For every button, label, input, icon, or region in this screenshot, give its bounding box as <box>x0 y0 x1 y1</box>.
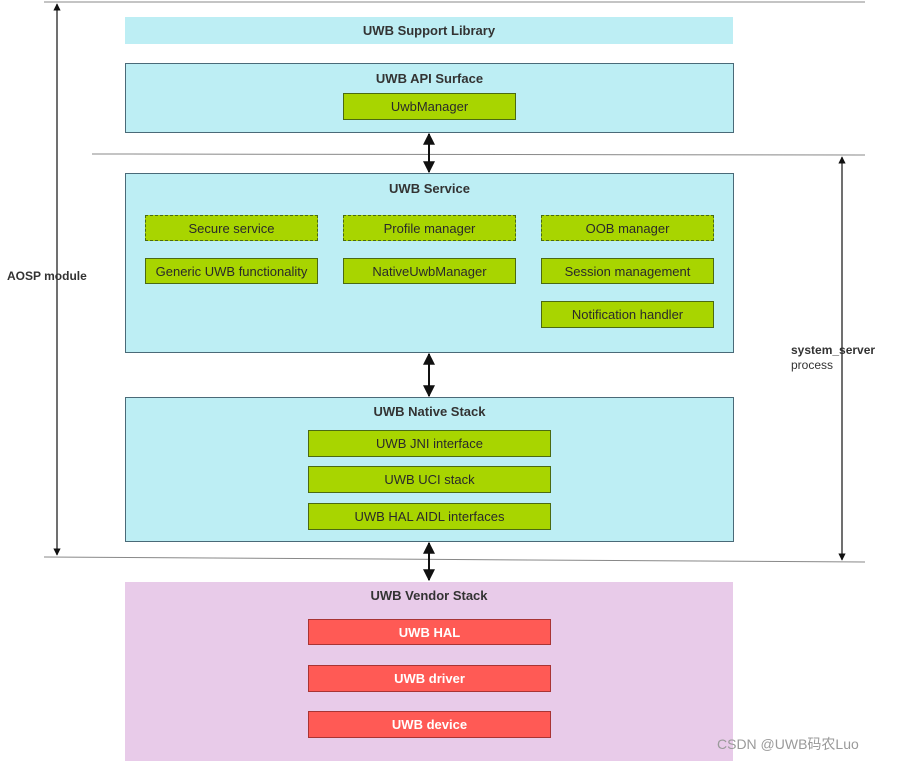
uwb-hal-box: UWB HAL <box>308 619 551 645</box>
uwb-manager-box: UwbManager <box>343 93 516 120</box>
api-surface-title: UWB API Surface <box>375 71 484 86</box>
uwb-driver-box: UWB driver <box>308 665 551 692</box>
secure-service-box: Secure service <box>145 215 318 241</box>
oob-manager-box: OOB manager <box>541 215 714 241</box>
uwb-jni-interface-box: UWB JNI interface <box>308 430 551 457</box>
profile-manager-box: Profile manager <box>343 215 516 241</box>
uwb-hal-aidl-interfaces-box: UWB HAL AIDL interfaces <box>308 503 551 530</box>
session-management-box: Session management <box>541 258 714 284</box>
watermark: CSDN @UWB码农Luo <box>717 736 859 752</box>
support-library-title: UWB Support Library <box>362 23 496 38</box>
uwb-device-box: UWB device <box>308 711 551 738</box>
service-title: UWB Service <box>389 181 470 196</box>
aosp-bottom-line <box>43 556 866 563</box>
native-stack-title: UWB Native Stack <box>373 404 486 419</box>
process-label: process <box>791 358 834 372</box>
system-server-label: system_server <box>791 343 876 357</box>
uwb-uci-stack-box: UWB UCI stack <box>308 466 551 493</box>
aosp-module-label: AOSP module <box>7 269 87 283</box>
generic-uwb-functionality-box: Generic UWB functionality <box>145 258 318 284</box>
vendor-stack-title: UWB Vendor Stack <box>370 588 488 603</box>
support-library-layer: UWB Support Library <box>125 17 733 44</box>
system-server-top-line <box>91 153 866 156</box>
notification-handler-box: Notification handler <box>541 301 714 328</box>
native-uwb-manager-box: NativeUwbManager <box>343 258 516 284</box>
